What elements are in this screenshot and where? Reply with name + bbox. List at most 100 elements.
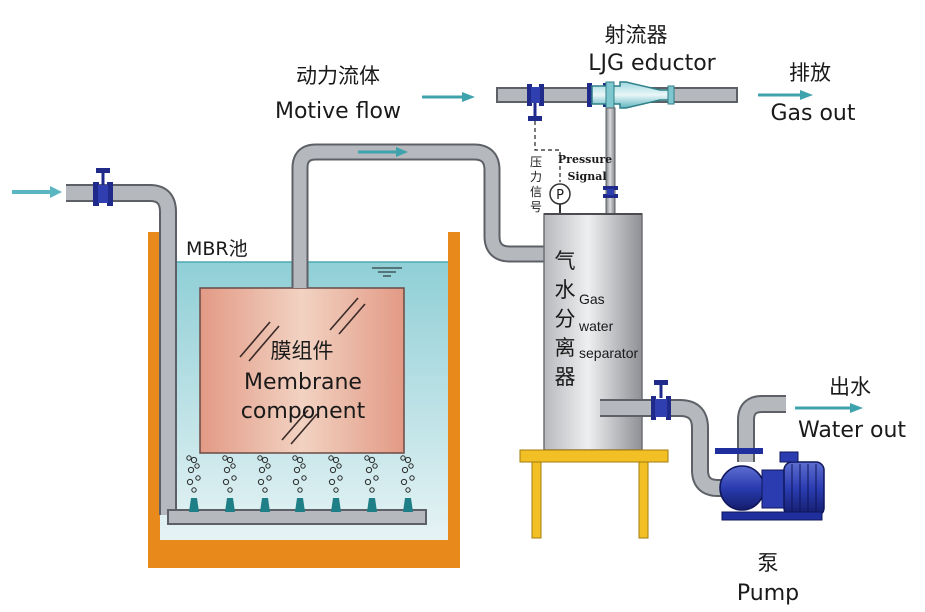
- bubble-icon: [404, 456, 412, 464]
- bubble-icon: [364, 455, 370, 461]
- bubble-icon: [332, 456, 340, 464]
- diffuser-icon: [403, 498, 413, 512]
- bubble-icon: [297, 487, 303, 493]
- bubble-icon: [405, 487, 411, 493]
- inflow-arrow: [12, 186, 62, 198]
- gas-out-arrow: [758, 90, 813, 100]
- separator-char: 分: [555, 307, 576, 331]
- water-out-label-cn: 出水: [829, 375, 871, 399]
- bubble-icon: [191, 487, 197, 493]
- bubble-icon: [372, 463, 378, 469]
- bubble-icon: [409, 475, 415, 481]
- pressure-label-en-1: Pressure: [558, 153, 612, 166]
- bubble-icon: [262, 487, 268, 493]
- separator-char: 器: [555, 365, 576, 389]
- bubble-icon: [222, 455, 228, 461]
- bubble-icon: [186, 478, 194, 486]
- bubble-icon: [223, 466, 231, 474]
- bubble-icon: [364, 478, 372, 486]
- diffuser-icon: [260, 498, 270, 512]
- water-level-marks: [372, 267, 402, 277]
- separator-word: water: [578, 318, 614, 334]
- pump: [715, 448, 825, 521]
- bubble-icon: [261, 456, 269, 464]
- membrane-label-cn: 膜组件: [271, 339, 334, 363]
- pump-motor: [783, 461, 825, 517]
- eductor-label-cn: 射流器: [605, 23, 668, 47]
- suction-arrow: [358, 147, 408, 157]
- bubble-icon: [257, 455, 263, 461]
- bubble-icon: [328, 455, 334, 461]
- water-out-label-en: Water out: [798, 418, 906, 443]
- gauge-symbol: P: [556, 188, 564, 203]
- bubble-icon: [292, 455, 298, 461]
- bubble-icon: [368, 456, 376, 464]
- bubble-icon: [292, 478, 300, 486]
- eductor-label-en: LJG eductor: [588, 51, 716, 76]
- bubble-icon: [258, 466, 266, 474]
- pressure-char: 力: [530, 170, 542, 184]
- pressure-char: 信: [530, 185, 542, 199]
- diffuser-icon: [367, 498, 377, 512]
- diffuser-icon: [225, 498, 235, 512]
- discharge-pipe: [737, 395, 786, 462]
- bubble-icon: [186, 455, 192, 461]
- separator-char: 气: [555, 249, 576, 273]
- gas-out-label-cn: 排放: [789, 61, 831, 85]
- separator-char: 水: [555, 278, 576, 302]
- separator-word: Gas: [579, 291, 605, 307]
- bubble-icon: [266, 475, 272, 481]
- pressure-char: 号: [530, 200, 542, 214]
- bubble-icon: [227, 487, 233, 493]
- aeration-diffusers: [186, 455, 415, 512]
- bubble-icon: [337, 475, 343, 481]
- aeration-header: [167, 509, 427, 525]
- bubble-icon: [301, 475, 307, 481]
- bubble-icon: [336, 463, 342, 469]
- bubble-icon: [329, 466, 337, 474]
- bubble-icon: [400, 455, 406, 461]
- bubble-icon: [373, 475, 379, 481]
- inflow-valve: [93, 168, 113, 206]
- bubble-icon: [300, 463, 306, 469]
- bubble-icon: [187, 466, 195, 474]
- bubble-icon: [365, 466, 373, 474]
- bubble-icon: [333, 487, 339, 493]
- motive-valve: [531, 87, 540, 103]
- bubble-icon: [195, 475, 201, 481]
- separator-label-cn: 气 水 分 离 器: [555, 249, 576, 389]
- tank-label: MBR池: [186, 238, 248, 260]
- gas-out-label-en: Gas out: [770, 101, 855, 126]
- motive-flow-label-en: Motive flow: [275, 99, 401, 124]
- pump-volute: [719, 465, 765, 511]
- membrane-label-en-1: Membrane: [244, 370, 362, 395]
- membrane-label-en-2: component: [241, 399, 366, 424]
- separator-stand: [519, 449, 669, 539]
- bubble-icon: [328, 478, 336, 486]
- bubble-icon: [257, 478, 265, 486]
- bubble-icon: [296, 456, 304, 464]
- outlet-valve: [655, 399, 667, 417]
- bubble-icon: [226, 456, 234, 464]
- pressure-label-cn: 压 力 信 号: [530, 155, 542, 214]
- separator-word: separator: [579, 345, 638, 361]
- pump-label-cn: 泵: [758, 551, 779, 575]
- bubble-icon: [408, 463, 414, 469]
- bubble-icon: [230, 463, 236, 469]
- bubble-icon: [293, 466, 301, 474]
- bubble-icon: [265, 463, 271, 469]
- bubble-icon: [369, 487, 375, 493]
- motive-flow-label-cn: 动力流体: [296, 64, 380, 88]
- outlet-pipe: [600, 380, 730, 497]
- suction-pipe: [291, 143, 546, 288]
- bubble-icon: [222, 478, 230, 486]
- pressure-char: 压: [530, 155, 542, 169]
- diffuser-icon: [331, 498, 341, 512]
- pump-label-en: Pump: [737, 581, 799, 606]
- bubble-icon: [194, 463, 200, 469]
- pressure-label-en-2: Signal: [567, 170, 606, 183]
- separator-char: 离: [555, 336, 576, 360]
- separator-label-en: Gas water separator: [578, 291, 638, 361]
- diffuser-icon: [189, 498, 199, 512]
